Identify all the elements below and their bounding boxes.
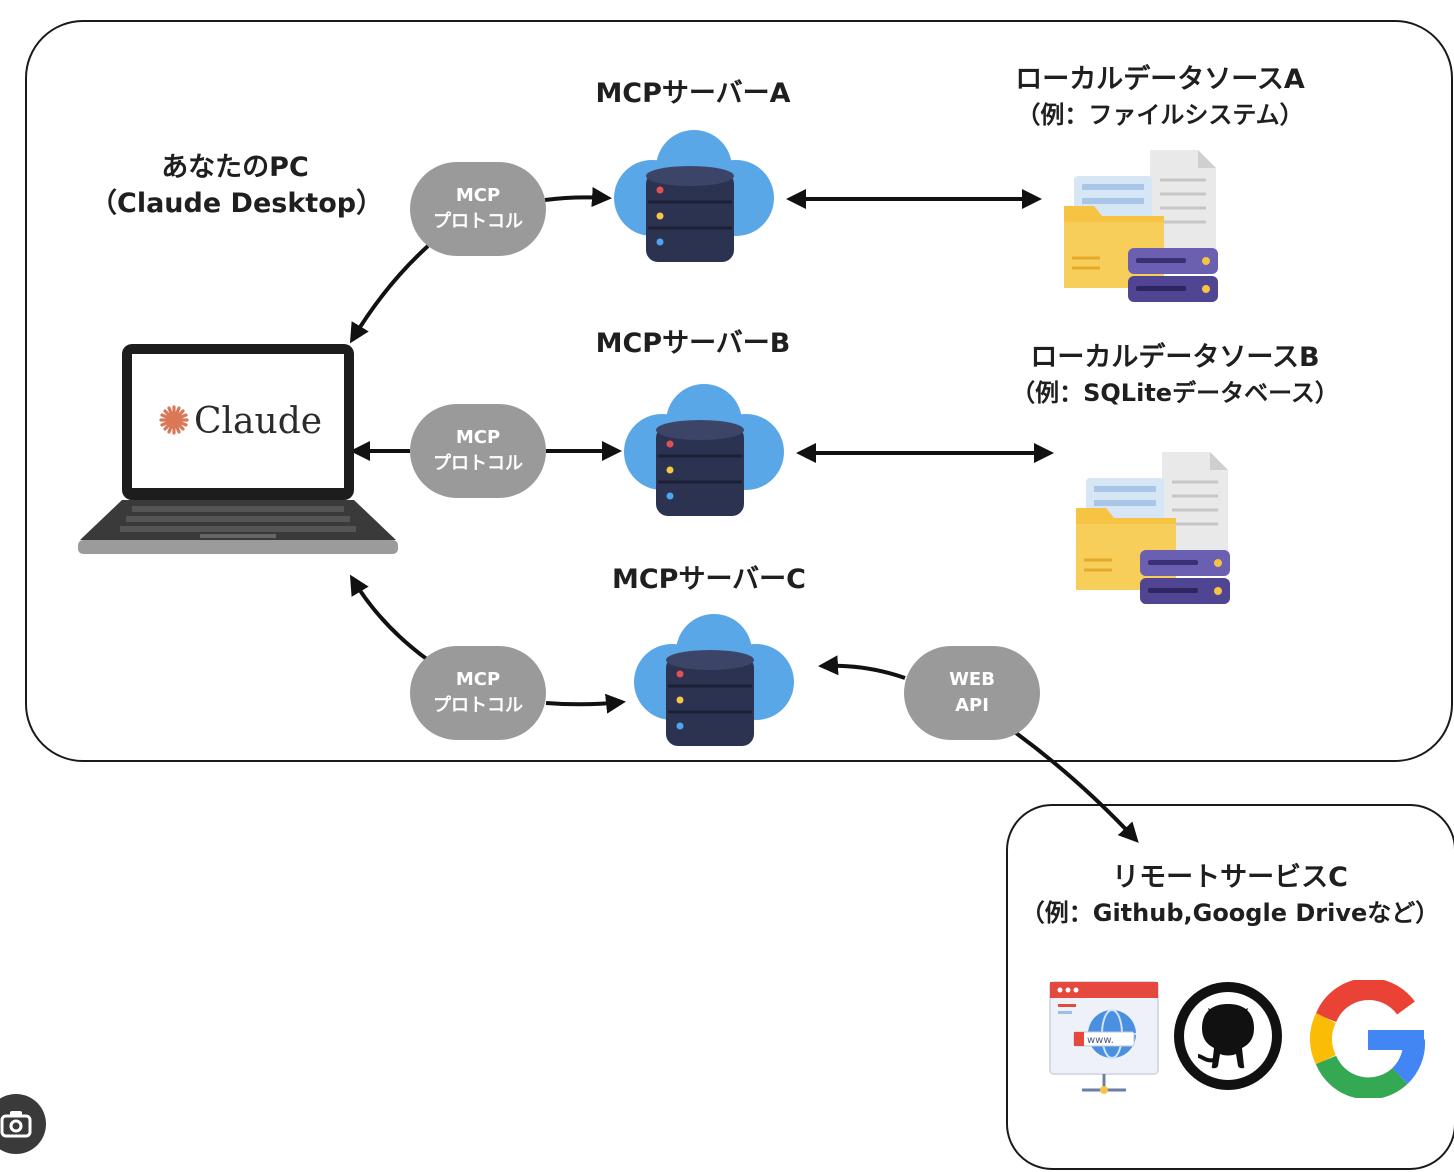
source-a-example: （例：ファイルシステム） — [1016, 101, 1304, 129]
server-c-title: MCPサーバーC — [611, 564, 807, 595]
pill-line2: プロトコル — [433, 695, 523, 716]
github-icon — [1174, 982, 1282, 1090]
arrow-webapi-to-remote — [1014, 731, 1139, 843]
camera-icon — [0, 1111, 32, 1138]
mcp-protocol-pill-a: MCP プロトコル — [410, 162, 546, 256]
arrow-webapi-to-server-c — [818, 655, 906, 680]
claude-logo-icon: Claude — [159, 401, 322, 442]
mcp-protocol-pill-b: MCP プロトコル — [410, 404, 546, 498]
source-a-title: ローカルデータソースA — [1015, 64, 1305, 95]
pc-label: あなたのPC （Claude Desktop） — [90, 150, 384, 222]
web-api-pill: WEB API — [904, 646, 1040, 740]
pill-line1: MCP — [455, 185, 501, 206]
pill-line1: MCP — [455, 669, 501, 690]
source-b-example: （例：SQLiteデータベース） — [1011, 379, 1339, 407]
laptop-icon: Claude — [78, 344, 398, 554]
pill-line2: API — [955, 695, 989, 716]
pill-line2: プロトコル — [433, 211, 523, 232]
arrow-pill-c-to-pc — [349, 574, 430, 662]
claude-brand-text: Claude — [194, 401, 322, 442]
visual-search-button[interactable] — [0, 1094, 46, 1154]
pc-subtitle: （Claude Desktop） — [90, 188, 384, 219]
web-browser-icon: www. — [1049, 981, 1159, 1094]
google-icon — [1309, 980, 1426, 1098]
local-environment-frame — [25, 20, 1453, 762]
source-b-label: ローカルデータソースB （例：SQLiteデータベース） — [975, 340, 1375, 410]
cloud-server-icon-a — [614, 130, 774, 262]
web-browser-url-text: www. — [1087, 1035, 1114, 1046]
cloud-server-icon-c — [634, 614, 794, 746]
pill-line1: MCP — [455, 427, 501, 448]
pc-title: あなたのPC — [161, 152, 309, 183]
source-a-label: ローカルデータソースA （例：ファイルシステム） — [960, 62, 1360, 132]
arrow-pill-c-to-server-c — [545, 693, 626, 714]
remote-service-frame — [1006, 804, 1454, 1170]
arrow-pill-a-to-pc — [349, 244, 430, 344]
folder-database-icon-a — [1064, 150, 1218, 302]
remote-example: （例：Github,Google Driveなど） — [1020, 899, 1440, 927]
server-b-title: MCPサーバーB — [595, 328, 791, 359]
remote-title: リモートサービスC — [1112, 862, 1348, 893]
pill-line1: WEB — [949, 669, 995, 690]
server-a-title: MCPサーバーA — [595, 78, 791, 109]
folder-database-icon-b — [1076, 452, 1230, 604]
arrow-pill-a-to-server-a — [544, 187, 612, 208]
cloud-server-icon-b — [624, 384, 784, 516]
source-b-title: ローカルデータソースB — [1030, 342, 1320, 373]
pill-line2: プロトコル — [433, 453, 523, 474]
mcp-protocol-pill-c: MCP プロトコル — [410, 646, 546, 740]
remote-label: リモートサービスC （例：Github,Google Driveなど） — [1010, 860, 1450, 930]
